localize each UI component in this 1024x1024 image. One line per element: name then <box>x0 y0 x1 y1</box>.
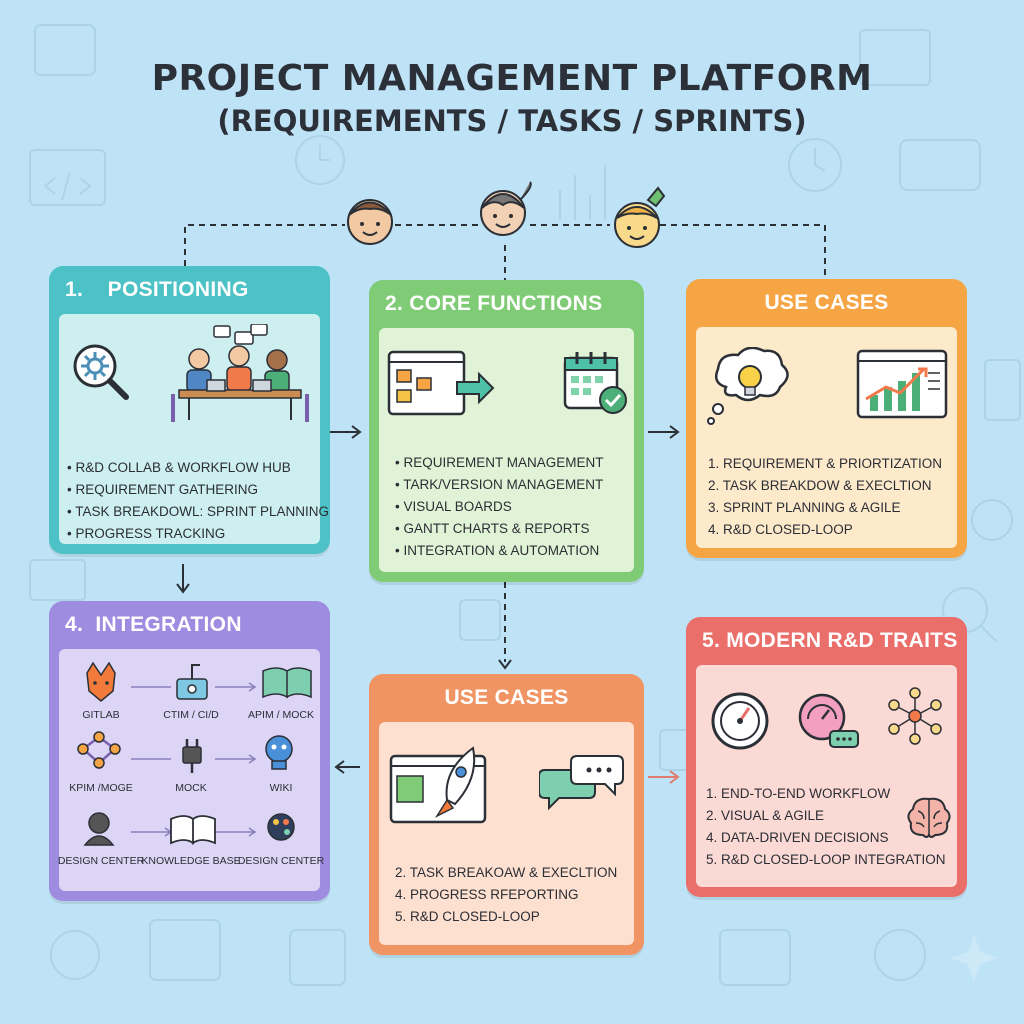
list-item: 4. DATA-DRIVEN DECISIONS <box>706 830 889 845</box>
integration-heading: 4. INTEGRATION <box>65 613 242 636</box>
ci-pipeline-icon <box>176 664 208 700</box>
lightbulb-thought-icon <box>707 347 789 425</box>
list-item: VISUAL BOARDS <box>395 496 604 518</box>
board-arrow-icon <box>387 350 495 416</box>
list-item: REQUIREMENT MANAGEMENT <box>395 452 603 474</box>
list-item: INTEGRATION & AUTOMATION <box>395 540 604 562</box>
network-nodes-icon <box>77 731 121 769</box>
positioning-heading: 1. POSITIONING <box>65 278 249 301</box>
use-cases-bottom-heading: USE CASES <box>444 686 569 709</box>
list-item: 2. TASK BREAKOAW & EXECLTION <box>395 865 618 880</box>
magnifier-gear-icon <box>73 344 129 400</box>
page-subtitle: (REQUIREMENTS / TASKS / SPRINTS) <box>217 104 807 138</box>
positioning-list: R&D COLLAB & WORKFLOW HUB REQUIREMENT GA… <box>67 457 329 545</box>
list-item: 1. END-TO-END WORKFLOW <box>706 786 891 801</box>
list-item: 5. R&D CLOSED-LOOP INTEGRATION <box>706 852 946 867</box>
modern-traits-list: 1. END-TO-END WORKFLOW 2. VISUAL & AGILE… <box>706 783 946 871</box>
team-network-icon <box>888 687 942 745</box>
speedometer-icon <box>711 692 769 750</box>
integration-body: GITLAB CTIM / CI/D APIM / MOCK KPIM /MOG… <box>58 649 324 891</box>
list-item: TARK/VERSION MANAGEMENT <box>395 474 604 496</box>
core-functions-card: 2. CORE FUNCTIONS REQUIREMENT MANAGEMENT… <box>369 280 644 582</box>
page-title: PROJECT MANAGEMENT PLATFORM <box>151 58 873 99</box>
plug-icon <box>182 739 202 773</box>
use-cases-top-card: USE CASES 1. REQUIREMENT & PRIORTIZATION… <box>686 279 967 558</box>
modern-traits-card: 5. MODERN R&D TRAITS 1. <box>686 617 967 897</box>
list-item: R&D COLLAB & WORKFLOW HUB <box>67 457 329 479</box>
use-cases-bottom-card: USE CASES 2. TASK BREAKOAW & EXECLTION 4… <box>369 674 644 955</box>
list-item: 4. PROGRESS RFEPORTING <box>395 887 579 902</box>
integration-label: KNOWLEDGE BASE <box>141 855 241 867</box>
core-functions-list: REQUIREMENT MANAGEMENT TARK/VERSION MANA… <box>395 452 604 562</box>
team-meeting-illustration <box>171 324 309 422</box>
modern-traits-body: 1. END-TO-END WORKFLOW 2. VISUAL & AGILE… <box>696 665 957 887</box>
rocket-launch-icon <box>389 746 487 824</box>
core-functions-heading: 2. CORE FUNCTIONS <box>385 292 603 315</box>
positioning-card: 1. POSITIONING R&D COLLAB & WORKFLOW <box>49 266 330 554</box>
integration-label: MOCK <box>175 782 207 794</box>
avatar-right <box>614 186 666 248</box>
integration-label: CTIM / CI/D <box>163 709 219 721</box>
brain-icon <box>907 797 951 838</box>
modern-traits-heading: 5. MODERN R&D TRAITS <box>702 629 958 652</box>
wiki-robot-icon <box>265 735 293 770</box>
integration-label: WIKI <box>269 782 293 794</box>
list-item: PROGRESS TRACKING <box>67 523 329 545</box>
list-item: 2. VISUAL & AGILE <box>706 808 825 823</box>
calendar-check-icon <box>563 352 627 414</box>
integration-flow <box>77 661 312 846</box>
core-functions-body: REQUIREMENT MANAGEMENT TARK/VERSION MANA… <box>379 328 634 572</box>
gitlab-fox-icon <box>86 661 116 702</box>
list-item: 1. REQUIREMENT & PRIORTIZATION <box>708 456 943 471</box>
integration-label: DESIGN CENTER <box>237 855 325 867</box>
use-cases-top-body: 1. REQUIREMENT & PRIORTIZATION 2. TASK B… <box>696 327 957 548</box>
positioning-body: R&D COLLAB & WORKFLOW HUB REQUIREMENT GA… <box>59 314 329 544</box>
chat-bubbles-icon <box>539 755 624 811</box>
list-item: 2. TASK BREAKDOW & EXECLTION <box>708 478 932 493</box>
use-cases-bottom-list: 2. TASK BREAKOAW & EXECLTION 4. PROGRESS… <box>395 862 617 928</box>
use-cases-bottom-body: 2. TASK BREAKOAW & EXECLTION 4. PROGRESS… <box>379 722 634 945</box>
list-item: 5. R&D CLOSED-LOOP <box>395 909 540 924</box>
designer-avatar-icon <box>83 812 115 846</box>
growth-chart-icon <box>856 349 948 419</box>
list-item: 3. SPRINT PLANNING & AGILE <box>708 500 901 515</box>
palette-icon <box>267 813 295 841</box>
avatar-center <box>480 181 532 236</box>
integration-label: DESIGN CENTER <box>57 855 145 867</box>
api-book-icon <box>262 667 312 699</box>
use-cases-top-heading: USE CASES <box>764 291 889 314</box>
integration-label: APIM / MOCK <box>248 709 314 721</box>
use-cases-top-list: 1. REQUIREMENT & PRIORTIZATION 2. TASK B… <box>708 453 942 541</box>
list-item: REQUIREMENT GATHERING <box>67 479 329 501</box>
knowledge-book-icon <box>170 815 216 845</box>
gauge-chat-icon <box>798 693 859 748</box>
avatar-left <box>347 199 393 245</box>
list-item: TASK BREAKDOWL: SPRINT PLANNING <box>67 501 329 523</box>
integration-label: KPIM /MOGE <box>69 782 133 794</box>
list-item: GANTT CHARTS & REPORTS <box>395 518 604 540</box>
list-item: 4. R&D CLOSED-LOOP <box>708 522 853 537</box>
integration-label: GITLAB <box>82 709 120 721</box>
integration-card: 4. INTEGRATION <box>49 601 330 901</box>
